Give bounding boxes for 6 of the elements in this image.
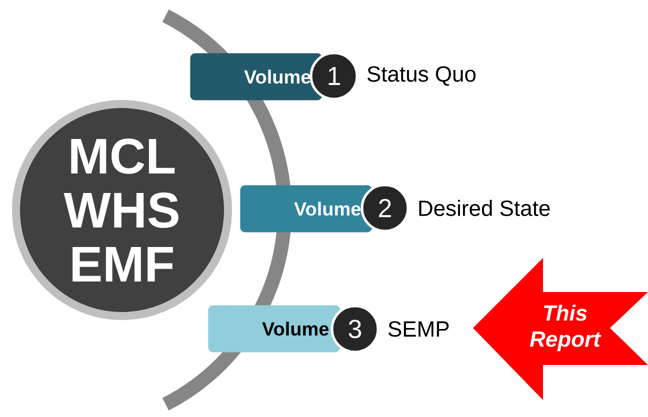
volume-title: SEMP xyxy=(388,321,449,337)
volume-tab: Volume xyxy=(240,185,372,232)
arrow-banner: This Report xyxy=(473,258,648,400)
volume-title: Status Quo xyxy=(367,66,476,86)
volume-title: Desired State xyxy=(419,200,550,216)
volume-tab: Volume xyxy=(208,305,340,352)
